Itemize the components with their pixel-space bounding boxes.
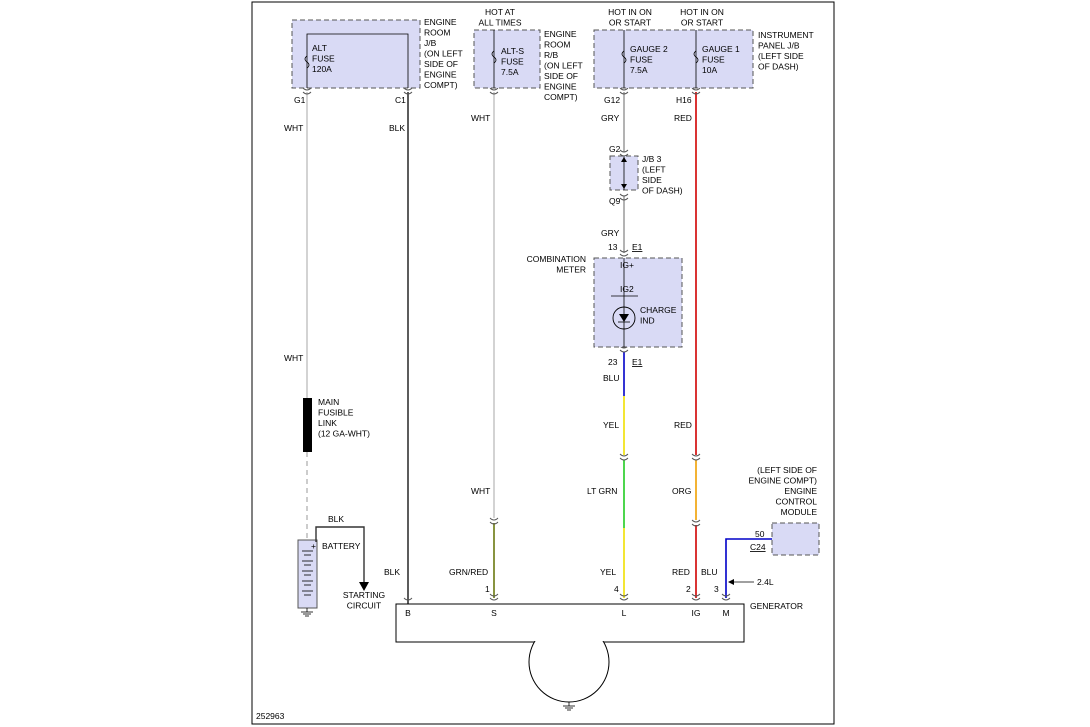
combination-meter-box: [593, 257, 683, 348]
battery-label: BATTERY: [322, 541, 361, 551]
label-grnred: GRN/RED: [449, 567, 488, 577]
conn-g1: G1: [294, 95, 306, 105]
conn-pin4: 4: [614, 584, 619, 594]
label-blk-1: BLK: [389, 123, 405, 133]
conn-pin2: 2: [686, 584, 691, 594]
generator-terminal-s: S: [491, 608, 497, 618]
battery-cells: [302, 550, 313, 596]
wire-blk-starting: [315, 526, 365, 582]
label-variant: 2.4L: [757, 577, 774, 587]
label-wht-1: WHT: [284, 123, 303, 133]
conn-pin3: 3: [714, 584, 719, 594]
label-wht-3: WHT: [471, 113, 490, 123]
label-yel-1: YEL: [603, 420, 619, 430]
conn-g12: G12: [604, 95, 620, 105]
label-gry-2: GRY: [601, 228, 620, 238]
conn-c24: C24: [750, 542, 766, 552]
diagram-frame: [251, 1, 835, 725]
label-red-1: RED: [674, 113, 692, 123]
conn-h16: H16: [676, 95, 692, 105]
conn-pin13: 13: [608, 242, 618, 252]
conn-e1-top: E1: [632, 242, 643, 252]
label-wht-4: WHT: [471, 486, 490, 496]
main-fusible-link: [303, 398, 312, 452]
jb3-arrow-down: [621, 184, 627, 189]
connector-marks: [302, 87, 731, 601]
engine-room-jb-box: [291, 19, 421, 89]
alt-fuse-symbol: [304, 55, 310, 69]
conn-g2: G2: [609, 144, 621, 154]
instrument-panel-jb-box: [593, 29, 754, 89]
label-blu-1: BLU: [603, 373, 620, 383]
label-ltgrn: LT GRN: [587, 486, 617, 496]
generator-terminal-m: M: [722, 608, 729, 618]
generator-ground-icon: [563, 705, 575, 711]
charge-ind-diode: [619, 314, 629, 322]
conn-pin1: 1: [485, 584, 490, 594]
meter-ig2: IG2: [620, 284, 634, 294]
alts-fuse-box: [473, 29, 541, 89]
label-bat-blk: BLK: [328, 514, 344, 524]
label-gry-1: GRY: [601, 113, 620, 123]
label-wht-2: WHT: [284, 353, 303, 363]
conn-q9: Q9: [609, 196, 621, 206]
conn-e1-bot: E1: [632, 357, 643, 367]
charge-ind-icon: [612, 306, 636, 330]
alts-fuse-symbol: [491, 50, 497, 64]
generator-box-mask: [397, 605, 743, 641]
label-red-3: RED: [672, 567, 690, 577]
generator-terminal-l: L: [622, 608, 627, 618]
starting-arrow: [359, 582, 369, 591]
wire-blu-ecm: [725, 538, 772, 598]
label-blk-2: BLK: [384, 567, 400, 577]
jb3-arrow-up: [621, 157, 627, 162]
battery-ground-icon: [301, 611, 313, 617]
label-red-2: RED: [674, 420, 692, 430]
generator-terminal-b: B: [405, 608, 411, 618]
generator-label: GENERATOR: [750, 601, 803, 611]
label-yel-2: YEL: [600, 567, 616, 577]
alt-fuse-link: [306, 33, 409, 88]
gauge2-fuse-symbol: [621, 50, 627, 64]
conn-pin23: 23: [608, 357, 618, 367]
ecm-box: [771, 522, 820, 556]
figure-id: 252963: [256, 711, 285, 721]
gauge1-fuse-symbol: [693, 50, 699, 64]
label-org: ORG: [672, 486, 691, 496]
battery-plus: +: [311, 541, 316, 551]
conn-c1: C1: [395, 95, 406, 105]
label-blu-2: BLU: [701, 567, 718, 577]
generator-terminal-ig: IG: [692, 608, 701, 618]
meter-ig-plus: IG+: [620, 260, 634, 270]
conn-pin50: 50: [755, 529, 765, 539]
variant-arrowhead: [728, 579, 734, 585]
